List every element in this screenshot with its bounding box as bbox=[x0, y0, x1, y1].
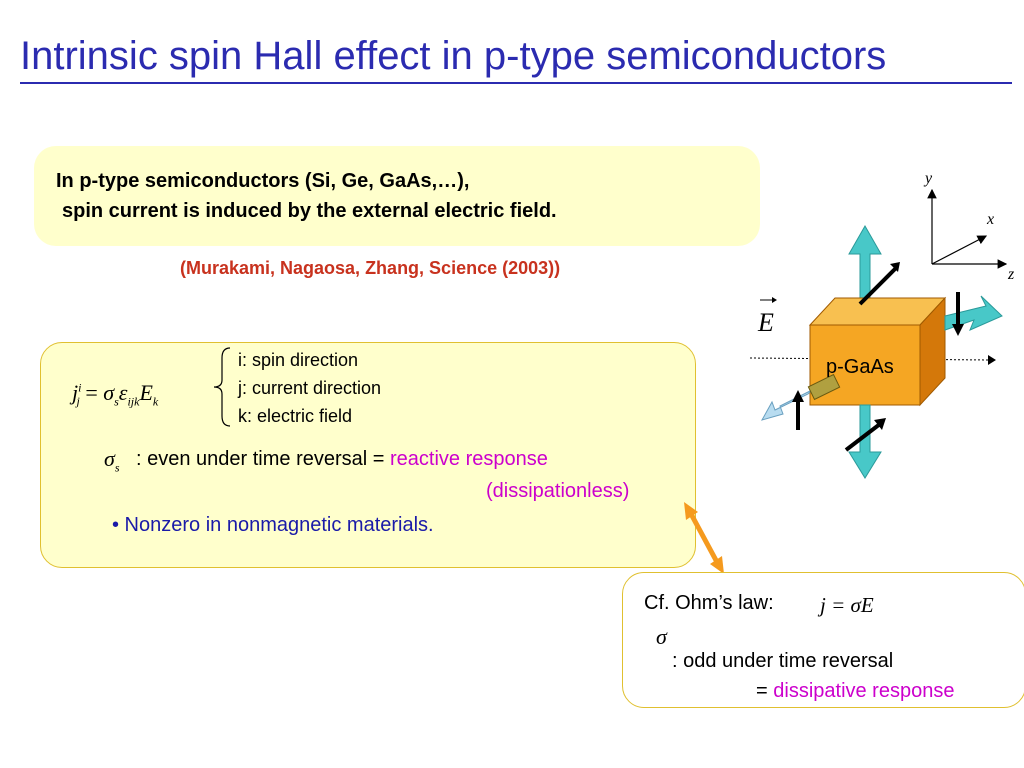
intro-line-1: In p-type semiconductors (Si, Ge, GaAs,…… bbox=[56, 170, 470, 192]
intro-box bbox=[34, 146, 760, 246]
axis-y-label: y bbox=[925, 170, 933, 187]
ohm-law-label: Cf. Ohm’s law: bbox=[644, 592, 774, 614]
slide-title: Intrinsic spin Hall effect in p-type sem… bbox=[20, 34, 887, 78]
dissipative-line: = dissipative response bbox=[756, 680, 955, 702]
even-time-reversal-text: : even under time reversal = reactive re… bbox=[136, 448, 548, 470]
reactive-response: reactive response bbox=[390, 448, 548, 470]
ohm-law-equation: j = σE bbox=[820, 593, 874, 617]
citation: (Murakami, Nagaosa, Zhang, Science (2003… bbox=[180, 258, 561, 278]
index-i-description: i: spin direction bbox=[238, 350, 359, 370]
sigma-symbol: σ bbox=[656, 624, 667, 649]
sigma-s-symbol: σs bbox=[104, 446, 120, 475]
index-brace bbox=[213, 347, 231, 427]
dissipationless-text: (dissipationless) bbox=[486, 480, 630, 502]
title-underline bbox=[20, 82, 1012, 84]
ohm-law-box bbox=[622, 572, 1024, 708]
nonmagnetic-bullet: • Nonzero in nonmagnetic materials. bbox=[112, 514, 434, 536]
main-box bbox=[40, 342, 696, 568]
intro-line-2: spin current is induced by the external … bbox=[62, 200, 557, 222]
electric-field-label: E bbox=[758, 308, 774, 337]
odd-time-reversal-text: : odd under time reversal bbox=[672, 650, 894, 672]
axis-z-label: z bbox=[1008, 266, 1015, 283]
material-label: p-GaAs bbox=[826, 356, 894, 378]
left-spin-arrow bbox=[760, 389, 813, 421]
index-k-description: k: electric field bbox=[238, 406, 353, 426]
spin-hall-diagram bbox=[749, 188, 1008, 479]
index-j-description: j: current direction bbox=[238, 378, 382, 398]
coordinate-axes bbox=[927, 188, 1008, 269]
axis-x-label: x bbox=[987, 211, 995, 228]
connector-arrow bbox=[684, 502, 724, 574]
down-spin-arrow bbox=[848, 404, 882, 479]
dissipative-response: dissipative response bbox=[773, 680, 955, 702]
spin-hall-equation: jij = σsεijkEk bbox=[72, 380, 159, 409]
